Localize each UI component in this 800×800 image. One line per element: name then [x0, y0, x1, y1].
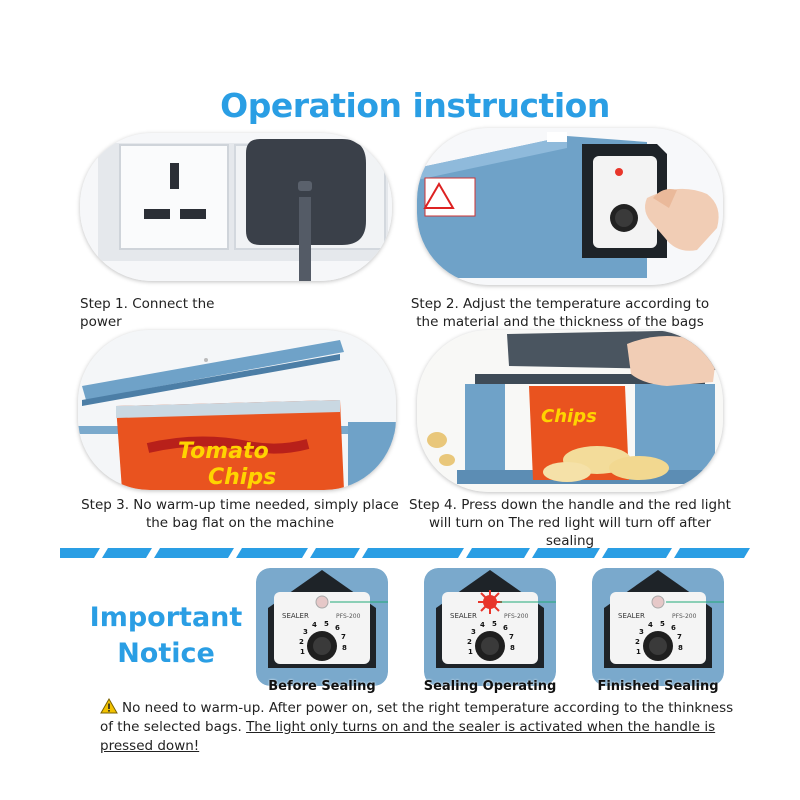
sealer-dial-panel: SEALER PFS-200 1 2 3 4 5 6 7 8 — [256, 568, 388, 686]
notice-title-line2: Notice — [117, 638, 215, 669]
pressing-handle-illustration: Chips — [417, 330, 723, 492]
notice-text-plain: No need to warm-up. After power on, set … — [100, 700, 734, 735]
dial-number: 2 — [299, 638, 304, 646]
temperature-adjust-illustration — [417, 128, 723, 285]
panel-sealing-operating: SEALER PFS-200 1 2 3 4 5 6 7 8 — [424, 568, 556, 686]
dial-number: 5 — [492, 620, 497, 628]
dial-number: 1 — [300, 648, 305, 656]
dial-number: 2 — [467, 638, 472, 646]
step1-caption: Step 1. Connect the power — [80, 296, 215, 330]
dial-number: 4 — [312, 621, 317, 629]
warning-triangle-icon — [100, 698, 118, 714]
panel-finished-sealing-label: Finished Sealing — [597, 679, 719, 694]
dial-number: 2 — [635, 638, 640, 646]
step3-caption: Step 3. No warm-up time needed, simply p… — [81, 497, 399, 531]
page-title: Operation instruction — [220, 86, 610, 125]
dial-number: 6 — [671, 624, 676, 632]
step4-photo: Chips — [417, 330, 723, 492]
step2-caption: Step 2. Adjust the temperature according… — [410, 296, 710, 330]
indicator-light-on — [483, 595, 497, 609]
bag-brand-text: Tomato — [178, 439, 269, 464]
dial-number: 7 — [677, 633, 682, 641]
sealer-dial-panel: SEALER PFS-200 1 2 3 4 5 6 7 8 — [424, 568, 556, 686]
dial-number: 8 — [510, 644, 515, 652]
dial-number: 7 — [509, 633, 514, 641]
dial-number: 5 — [660, 620, 665, 628]
dial-number: 4 — [648, 621, 653, 629]
panel-before-sealing: SEALER PFS-200 1 2 3 4 5 6 7 8 — [256, 568, 388, 686]
bag-placement-illustration: Tomato Chips — [78, 330, 396, 490]
step3-photo: Tomato Chips — [78, 330, 396, 490]
dial-number: 8 — [678, 644, 683, 652]
important-notice-title: Important Notice — [76, 600, 256, 672]
panel-sealing-operating-label: Sealing Operating — [423, 679, 557, 694]
panel-model: PFS-200 — [672, 613, 697, 620]
panel-brand: SEALER — [282, 612, 309, 620]
dial-number: 6 — [335, 624, 340, 632]
dial-number: 1 — [468, 648, 473, 656]
step4-caption: Step 4. Press down the handle and the re… — [409, 497, 731, 549]
dial-number: 7 — [341, 633, 346, 641]
step2-photo — [417, 128, 723, 285]
dial-number: 8 — [342, 644, 347, 652]
panel-brand: SEALER — [450, 612, 477, 620]
dial-number: 3 — [471, 628, 476, 636]
sealer-dial-panel: SEALER PFS-200 1 2 3 4 5 6 7 8 — [592, 568, 724, 686]
dial-number: 5 — [324, 620, 329, 628]
panel-finished-sealing: SEALER PFS-200 1 2 3 4 5 6 7 8 — [592, 568, 724, 686]
bag-product-text-2: Chips — [541, 406, 597, 427]
notice-title-line1: Important — [89, 602, 243, 633]
power-socket-illustration — [80, 133, 392, 281]
notice-text: No need to warm-up. After power on, set … — [100, 698, 740, 756]
panel-brand: SEALER — [618, 612, 645, 620]
dial-number: 1 — [636, 648, 641, 656]
panel-model: PFS-200 — [504, 613, 529, 620]
dial-number: 4 — [480, 621, 485, 629]
dial-number: 6 — [503, 624, 508, 632]
panel-model: PFS-200 — [336, 613, 361, 620]
panel-before-sealing-label: Before Sealing — [268, 679, 376, 694]
decorative-stripe — [60, 548, 750, 558]
notice-text-underlined: The light only turns on and the sealer i… — [100, 719, 716, 754]
dial-number: 3 — [303, 628, 308, 636]
step1-photo — [80, 133, 392, 281]
bag-product-text: Chips — [208, 465, 276, 490]
dial-number: 3 — [639, 628, 644, 636]
